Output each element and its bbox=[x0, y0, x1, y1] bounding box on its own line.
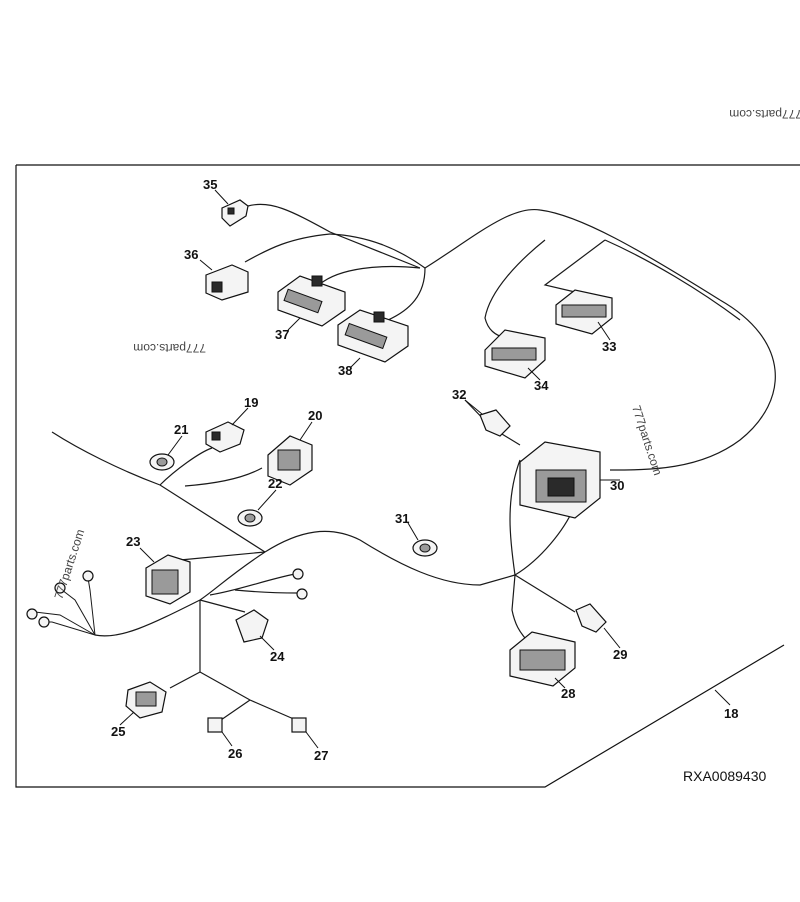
part-27-connector bbox=[291, 717, 307, 733]
part-30-connector bbox=[519, 441, 601, 519]
wire-runs bbox=[34, 203, 776, 723]
drawing-reference: RXA0089430 bbox=[683, 768, 767, 784]
callout-21: 21 bbox=[174, 422, 188, 437]
callout-31: 31 bbox=[395, 511, 409, 526]
watermark-top-right: 777parts.com bbox=[729, 107, 800, 121]
part-28-connector bbox=[509, 631, 576, 687]
callout-19: 19 bbox=[244, 395, 258, 410]
part-23-connector bbox=[145, 554, 191, 605]
callout-29: 29 bbox=[613, 647, 627, 662]
callout-leaders bbox=[119, 189, 731, 749]
part-36-connector bbox=[205, 264, 249, 301]
callout-38: 38 bbox=[338, 363, 352, 378]
callout-28: 28 bbox=[561, 686, 575, 701]
part-34-connector bbox=[484, 329, 546, 379]
callout-36: 36 bbox=[184, 247, 198, 262]
callout-22: 22 bbox=[268, 476, 282, 491]
watermark-middle-left: 777parts.com bbox=[133, 341, 206, 355]
part-31-clip bbox=[412, 539, 438, 557]
callout-18: 18 bbox=[724, 706, 738, 721]
callout-27: 27 bbox=[314, 748, 328, 763]
part-21-clip bbox=[149, 453, 175, 471]
watermark-left-vertical: 777parts.com bbox=[52, 527, 88, 600]
callout-37: 37 bbox=[275, 327, 289, 342]
callout-32: 32 bbox=[452, 387, 466, 402]
harness-frame bbox=[15, 164, 800, 788]
part-25-connector bbox=[125, 681, 167, 719]
callout-35: 35 bbox=[203, 177, 217, 192]
ring-terminals bbox=[26, 568, 308, 628]
part-19-connector bbox=[205, 421, 245, 453]
part-22-clip bbox=[237, 509, 263, 527]
part-38-connector bbox=[337, 309, 409, 363]
callout-34: 34 bbox=[534, 378, 549, 393]
callout-26: 26 bbox=[228, 746, 242, 761]
callout-33: 33 bbox=[602, 339, 616, 354]
watermark-right-vertical: 777parts.com bbox=[629, 404, 665, 477]
callout-30: 30 bbox=[610, 478, 624, 493]
part-24-connector bbox=[235, 609, 269, 643]
part-35-connector bbox=[221, 199, 249, 227]
callout-20: 20 bbox=[308, 408, 322, 423]
part-33-connector bbox=[555, 289, 613, 335]
part-26-connector bbox=[207, 717, 223, 733]
part-32-connector bbox=[479, 409, 511, 437]
part-29-connector bbox=[575, 603, 607, 633]
part-20-connector bbox=[267, 435, 313, 486]
callout-24: 24 bbox=[270, 649, 285, 664]
part-37-connector bbox=[277, 275, 346, 327]
callout-25: 25 bbox=[111, 724, 125, 739]
callout-23: 23 bbox=[126, 534, 140, 549]
